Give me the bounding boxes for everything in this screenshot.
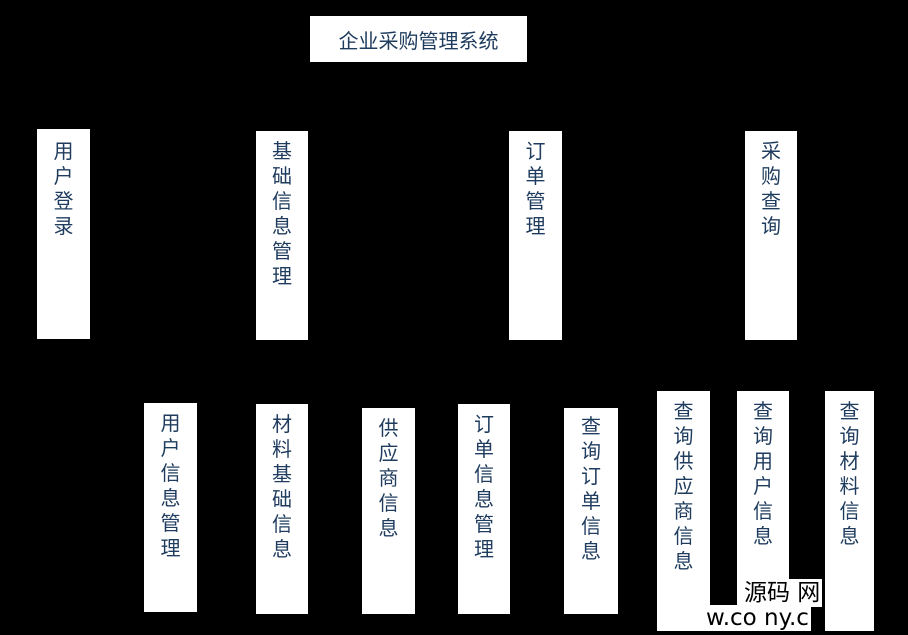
node-user-info-management: 用户信息管理	[144, 403, 197, 612]
node-order-management-label: 订单管理	[525, 139, 546, 238]
node-query-supplier-info: 查询供应商信息	[657, 391, 710, 631]
node-material-basic-info-label: 材料基础信息	[272, 412, 292, 561]
node-user-login-label: 用户登录	[53, 139, 74, 238]
node-order-info-management: 订单信息管理	[458, 404, 510, 614]
node-basic-info-management-label: 基础信息管理	[272, 139, 292, 288]
watermark-line-2: w.co ny.c	[704, 605, 811, 631]
node-supplier-info: 供应商信息	[362, 408, 415, 614]
node-query-user-info-label: 查询用户信息	[753, 399, 773, 548]
node-user-info-management-label: 用户信息管理	[160, 411, 181, 560]
node-purchase-query: 采购查询	[745, 131, 797, 340]
node-query-order-info-label: 查询订单信息	[581, 414, 601, 563]
node-query-supplier-info-label: 查询供应商信息	[673, 399, 694, 573]
node-query-material-info-label: 查询材料信息	[839, 399, 860, 548]
node-query-order-info: 查询订单信息	[564, 408, 618, 614]
node-user-login: 用户登录	[37, 129, 90, 339]
node-query-material-info: 查询材料信息	[825, 391, 874, 631]
node-order-info-management-label: 订单信息管理	[474, 412, 494, 561]
root-node: 企业采购管理系统	[310, 16, 527, 62]
node-supplier-info-label: 供应商信息	[378, 416, 399, 540]
node-basic-info-management: 基础信息管理	[256, 131, 308, 340]
root-node-label: 企业采购管理系统	[338, 28, 499, 53]
node-material-basic-info: 材料基础信息	[256, 404, 308, 614]
node-purchase-query-label: 采购查询	[761, 139, 781, 238]
watermark-line-1: 源码 网	[742, 579, 823, 607]
node-order-management: 订单管理	[509, 131, 562, 340]
